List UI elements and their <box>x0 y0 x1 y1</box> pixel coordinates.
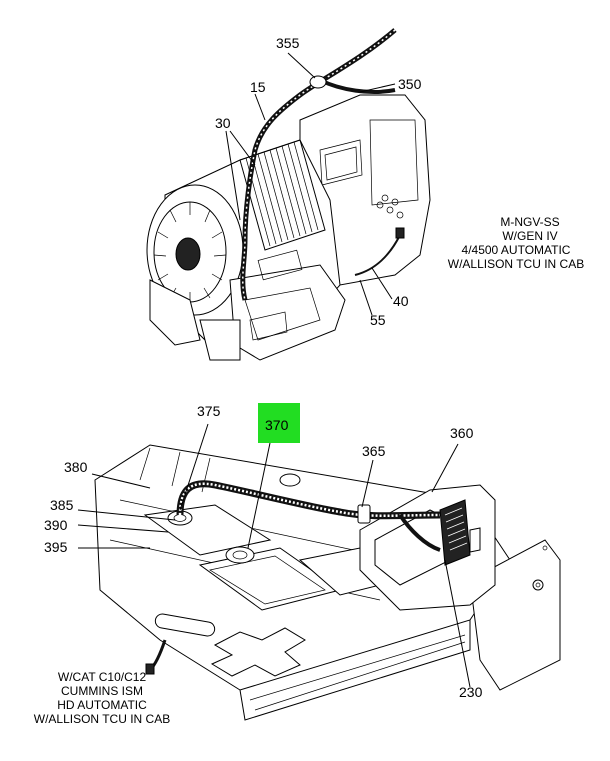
callout-355: 355 <box>276 35 300 51</box>
cab-floor-illustration <box>94 444 561 721</box>
callout-230: 230 <box>459 684 483 700</box>
tcu-connector <box>439 499 481 566</box>
svg-text:W/CAT C10/C12: W/CAT C10/C12 <box>58 670 147 684</box>
svg-text:M-NGV-SS: M-NGV-SS <box>500 215 559 229</box>
callout-350: 350 <box>398 76 422 92</box>
transmission-illustration <box>146 28 431 361</box>
svg-text:W/ALLISON TCU IN CAB: W/ALLISON TCU IN CAB <box>448 257 584 271</box>
callout-375: 375 <box>197 403 221 419</box>
top-application-note: M-NGV-SS W/GEN IV 4/4500 AUTOMATIC W/ALL… <box>448 215 584 271</box>
callout-365: 365 <box>362 443 386 459</box>
callout-395: 395 <box>44 539 68 555</box>
callout-40: 40 <box>393 293 409 309</box>
bottom-leaders <box>77 423 471 688</box>
harness-15 <box>240 28 397 301</box>
callout-385: 385 <box>50 497 74 513</box>
callout-370: 370 <box>265 417 289 433</box>
svg-text:W/ALLISON TCU IN CAB: W/ALLISON TCU IN CAB <box>34 712 170 726</box>
highlight-box-370 <box>258 403 300 443</box>
callout-30: 30 <box>215 115 231 131</box>
callout-360: 360 <box>450 425 474 441</box>
svg-text:CUMMINS ISM: CUMMINS ISM <box>61 684 143 698</box>
callout-15: 15 <box>250 79 266 95</box>
callout-55: 55 <box>370 312 386 328</box>
svg-text:HD AUTOMATIC: HD AUTOMATIC <box>57 698 147 712</box>
callout-380: 380 <box>64 459 88 475</box>
callout-390: 390 <box>44 517 68 533</box>
ribbed-drum <box>239 139 326 251</box>
top-leaders <box>225 52 396 316</box>
bottom-application-note: W/CAT C10/C12 CUMMINS ISM HD AUTOMATIC W… <box>34 670 170 726</box>
svg-text:4/4500 AUTOMATIC: 4/4500 AUTOMATIC <box>462 243 571 257</box>
svg-text:W/GEN IV: W/GEN IV <box>502 229 557 243</box>
